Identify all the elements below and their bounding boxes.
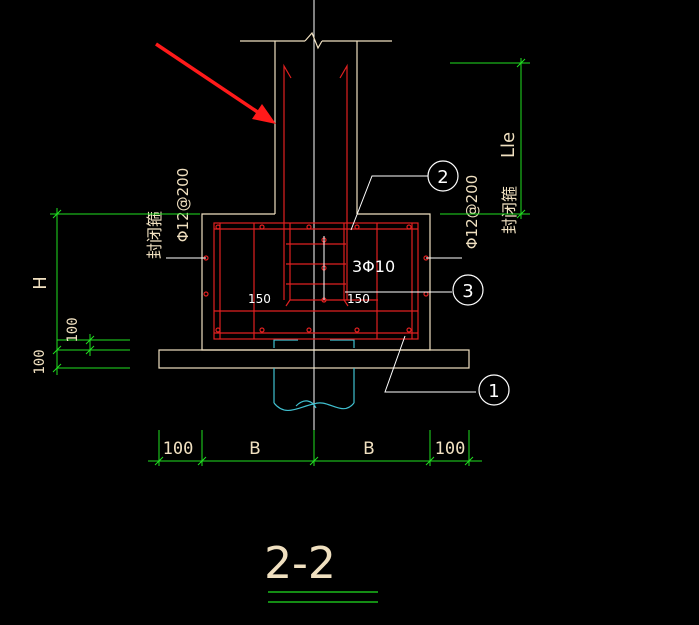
- section-title-underline: [268, 591, 378, 603]
- dimension-h: [50, 208, 200, 375]
- callout-2: 2: [427, 160, 459, 192]
- callout-2-label: 2: [437, 167, 448, 188]
- h-label: H: [30, 276, 51, 290]
- lle-label: Lle: [498, 132, 519, 158]
- bottom-dim-100-right: 100: [435, 439, 466, 459]
- stirrups: [213, 222, 419, 340]
- callout-3: 3: [452, 274, 484, 306]
- dimension-lle: [440, 58, 530, 219]
- dimension-bottom: [148, 430, 482, 466]
- stirrup-label-left: Φ12@200: [174, 168, 192, 243]
- section-title: 2-2: [264, 538, 336, 589]
- cushion-layer: [158, 349, 470, 369]
- left-100-lower: 100: [32, 349, 48, 374]
- pointer-arrow: [155, 42, 276, 124]
- leader-lines: [166, 175, 476, 393]
- bottom-dim-100-left: 100: [163, 439, 194, 459]
- callout-3-label: 3: [462, 281, 473, 302]
- spacing-right-label: 150: [347, 292, 370, 306]
- stirrup-note-left: 封闭箍: [145, 211, 164, 259]
- callout-1: 1: [478, 374, 510, 406]
- bottom-dim-b-right: B: [363, 439, 375, 459]
- bottom-dim-b-left: B: [249, 439, 261, 459]
- callout-1-label: 1: [488, 381, 499, 402]
- pile: [273, 339, 355, 412]
- spacing-left-label: 150: [248, 292, 271, 306]
- stirrup-label-right: Φ12@200: [463, 175, 481, 250]
- left-100-upper: 100: [65, 317, 81, 342]
- column-outline: [240, 31, 392, 214]
- stirrup-note-right: 封闭箍: [500, 186, 519, 234]
- column-rebar: [283, 63, 348, 300]
- middle-bars-label: 3Φ10: [352, 257, 395, 276]
